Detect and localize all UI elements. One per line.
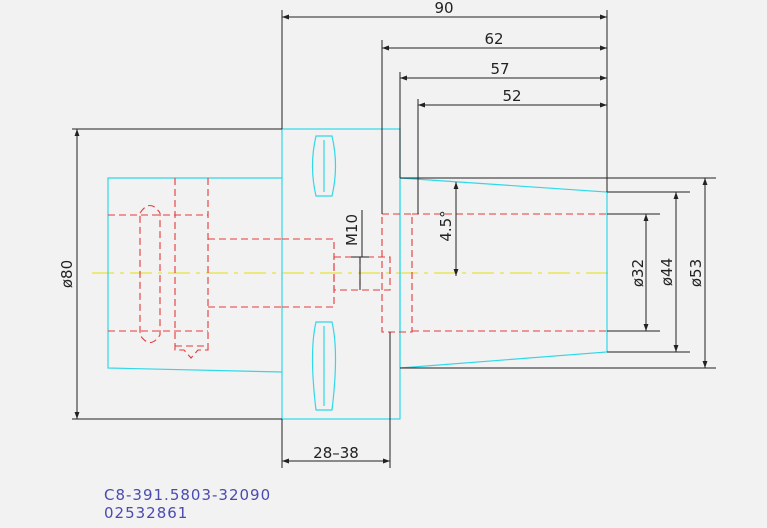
dim-overall-length: 90 xyxy=(434,0,453,17)
drive-slot-top xyxy=(311,135,337,197)
dimension-labels: 90 62 57 52 ø80 ø32 ø44 ø53 4.5° M10 28–… xyxy=(58,0,705,462)
dim-bore-diameter: ø32 xyxy=(629,259,647,287)
hidden-lines xyxy=(108,178,607,359)
part-outline xyxy=(107,128,608,420)
dim-flange-range: 28–38 xyxy=(313,444,359,462)
dim-diameter-53: ø53 xyxy=(687,259,705,287)
dim-length-62: 62 xyxy=(484,30,503,48)
part-code: 02532861 xyxy=(104,504,188,522)
caption-block: C8-391.5803-32090 02532861 xyxy=(104,486,271,522)
taper-outline xyxy=(399,177,608,369)
shank-outline xyxy=(107,177,283,373)
dim-body-diameter: ø80 xyxy=(58,260,76,288)
dim-diameter-44: ø44 xyxy=(658,258,676,286)
dim-length-57: 57 xyxy=(490,60,509,78)
dimensions xyxy=(72,10,716,468)
dim-taper-angle: 4.5° xyxy=(437,210,455,241)
drive-slot-bottom xyxy=(311,321,337,411)
dim-thread: M10 xyxy=(343,214,361,246)
part-number: C8-391.5803-32090 xyxy=(104,486,271,504)
dim-length-52: 52 xyxy=(502,87,521,105)
